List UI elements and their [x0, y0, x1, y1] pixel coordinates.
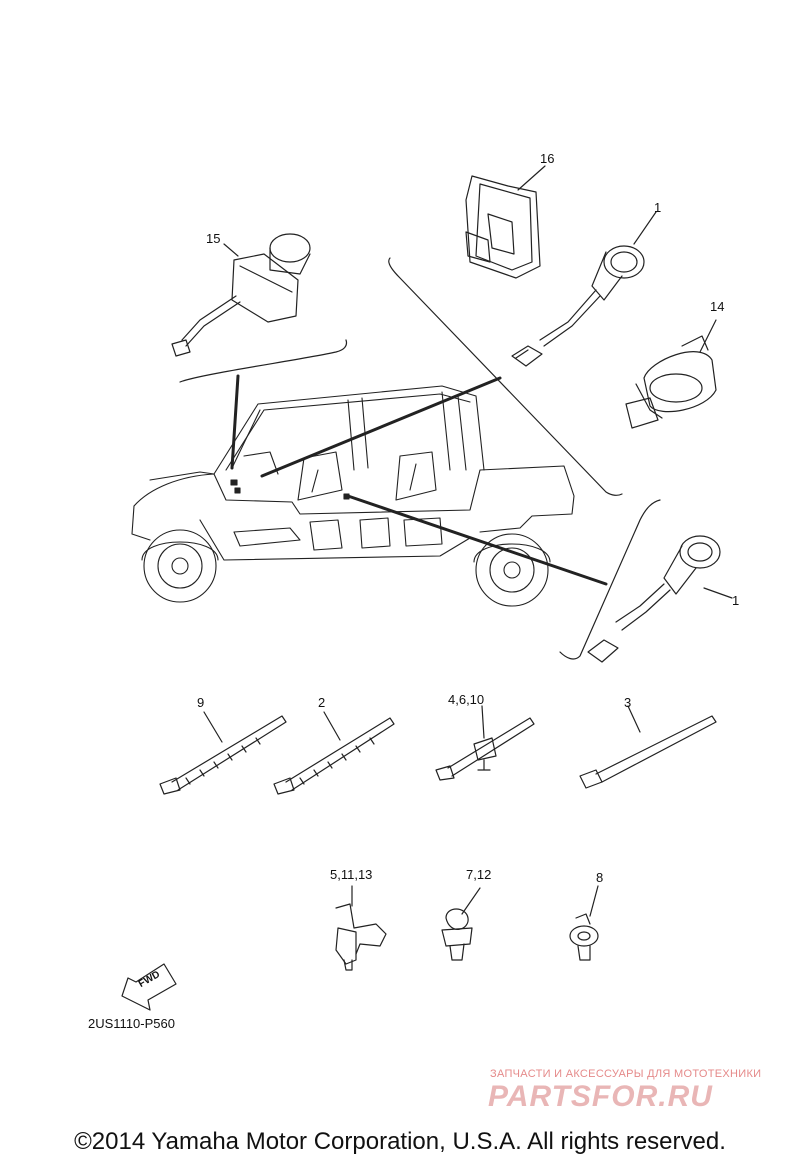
- part-2-cable-tie[interactable]: [274, 712, 394, 794]
- leader-lines: [232, 376, 606, 584]
- diagram-code: 2US1110-P560: [88, 1016, 175, 1031]
- part-8-clip[interactable]: [570, 886, 598, 960]
- label-part-5-11-13: 5,11,13: [330, 867, 373, 882]
- label-part-2: 2: [318, 695, 326, 710]
- callout-brackets: [180, 258, 660, 659]
- part-4-6-10-cable-tie[interactable]: [436, 706, 534, 780]
- part-5-11-13-clamp[interactable]: [336, 886, 386, 970]
- vehicle-illustration: [132, 386, 574, 606]
- copyright-notice: ©2014 Yamaha Motor Corporation, U.S.A. A…: [74, 1128, 726, 1155]
- part-1-outlet-top[interactable]: [512, 212, 656, 366]
- watermark-tagline: ЗАПЧАСТИ И АКСЕССУАРЫ ДЛЯ МОТОТЕХНИКИ: [490, 1068, 762, 1080]
- watermark-brand: PARTSFOR.RU: [488, 1080, 713, 1113]
- label-part-8: 8: [596, 870, 604, 885]
- label-part-1-bottom: 1: [732, 593, 740, 608]
- label-part-4-6-10: 4,6,10: [448, 692, 485, 707]
- label-part-16: 16: [540, 151, 555, 166]
- part-1-outlet-bottom[interactable]: [588, 536, 732, 662]
- label-part-15: 15: [206, 231, 221, 246]
- part-16-socket[interactable]: [466, 166, 545, 278]
- label-part-7-12: 7,12: [466, 867, 492, 882]
- part-14-switch[interactable]: [626, 320, 716, 428]
- label-part-9: 9: [197, 695, 205, 710]
- part-9-cable-tie[interactable]: [160, 712, 286, 794]
- fwd-arrow-icon: [122, 964, 176, 1010]
- part-3-cable-tie[interactable]: [580, 706, 716, 788]
- part-7-12-clip[interactable]: [442, 888, 480, 960]
- label-part-14: 14: [710, 299, 725, 314]
- label-part-1-top: 1: [654, 200, 662, 215]
- label-part-3: 3: [624, 695, 632, 710]
- part-15-knob-switch[interactable]: [172, 234, 310, 356]
